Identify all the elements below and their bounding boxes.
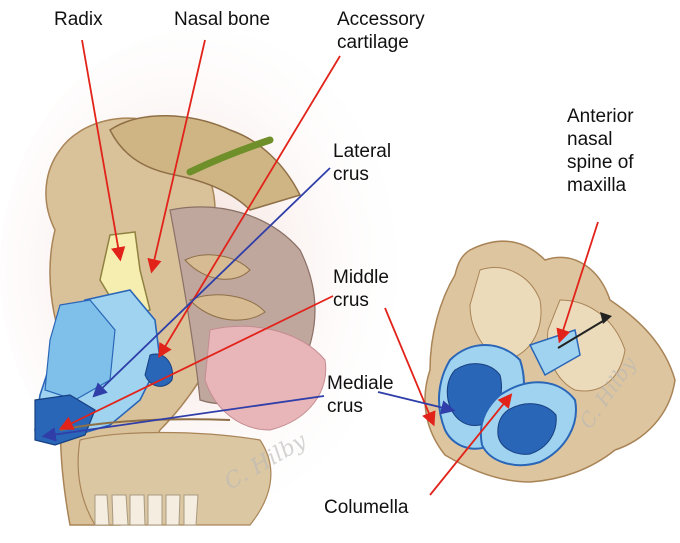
optic-nerve: [186, 136, 274, 176]
nose-base-view: [424, 240, 676, 483]
arrow-nasal-bone: [147, 39, 206, 274]
nasal-spine-tip: [600, 312, 612, 324]
label-accessory-cartilage: Accessory cartilage: [337, 9, 425, 53]
label-mediale-crus: Mediale crus: [327, 373, 394, 417]
turbinate-middle: [189, 294, 266, 321]
label-middle-crus: Middle crus: [333, 267, 389, 311]
arrow-anterior-nasal-spine: [556, 221, 599, 344]
palate-tissue: [204, 325, 327, 431]
label-anterior-nasal-spine: Anterior nasal spine of maxilla: [567, 106, 634, 196]
label-radix: Radix: [54, 9, 103, 30]
left-crus-inner: [497, 403, 557, 455]
label-lateral-crus: Lateral crus: [333, 141, 392, 185]
arrow-accessory-cartilage: [158, 55, 341, 359]
arrow-radix: [81, 39, 126, 262]
arrow-mediale-crus-right: [377, 391, 456, 415]
pointer-arrows: [41, 39, 599, 496]
arrow-middle-crus-left: [58, 295, 334, 430]
arrow-mediale-crus-left: [41, 395, 325, 442]
nostril-left-bone: [469, 267, 542, 361]
label-columella: Columella: [324, 497, 409, 518]
teeth: [94, 494, 199, 526]
label-nasal-bone: Nasal bone: [174, 9, 271, 30]
arrow-lateral-crus: [92, 167, 331, 398]
arrow-columella: [429, 393, 513, 496]
nasal-floor: [59, 418, 231, 431]
